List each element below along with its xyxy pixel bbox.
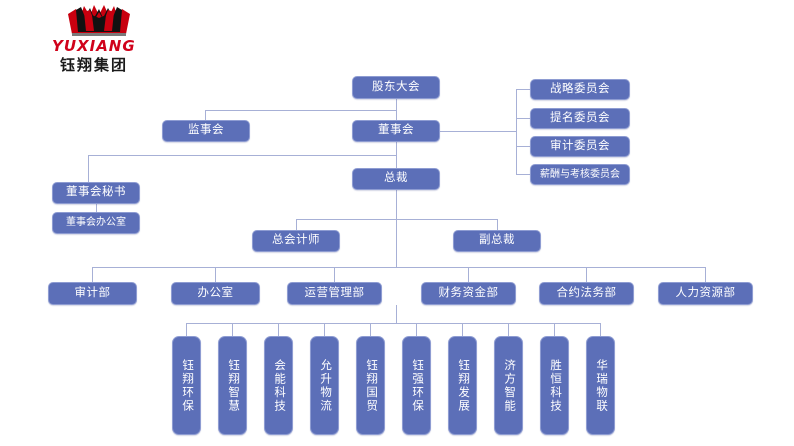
node-strategy-committee[interactable]: 战略委员会 — [530, 79, 630, 100]
connector-shareholders-down — [396, 99, 397, 110]
connector-vp-bus — [296, 219, 497, 220]
node-shareholders-meeting[interactable]: 股东大会 — [352, 76, 440, 99]
node-audit-committee[interactable]: 审计委员会 — [530, 136, 630, 157]
logo-company-name: 钰翔集团 — [60, 57, 129, 74]
connector-secretary-drop — [88, 155, 89, 182]
logo-wordmark: YUXIANG — [52, 37, 136, 55]
connector-president-up — [396, 155, 397, 168]
node-board-office[interactable]: 董事会办公室 — [52, 212, 140, 234]
node-nomination-committee[interactable]: 提名委员会 — [530, 108, 630, 129]
node-dept-finance[interactable]: 财务资金部 — [421, 282, 516, 305]
connector-sub-1 — [186, 323, 187, 336]
connector-dept-3 — [334, 267, 335, 282]
node-dept-office[interactable]: 办公室 — [171, 282, 260, 305]
connector-vice-president-up — [497, 219, 498, 230]
connector-supervisors-up — [205, 110, 206, 120]
yuxiang-crown-logo-icon — [68, 5, 130, 36]
node-sub-yuxiang-environment[interactable]: 钰翔环保 — [172, 336, 201, 435]
connector-sub-10 — [600, 323, 601, 336]
connector-subsidiary-drop — [396, 305, 397, 323]
connector-department-bus — [92, 267, 705, 268]
node-dept-audit[interactable]: 审计部 — [48, 282, 137, 305]
connector-sub-4 — [324, 323, 325, 336]
node-vice-president[interactable]: 副总裁 — [453, 230, 541, 252]
node-chief-accountant[interactable]: 总会计师 — [252, 230, 340, 252]
node-dept-operations[interactable]: 运营管理部 — [287, 282, 382, 305]
connector-sub-2 — [232, 323, 233, 336]
node-sub-jifang-intelligent[interactable]: 济方智能 — [494, 336, 523, 435]
connector-committee-2 — [516, 118, 530, 119]
connector-sub-9 — [554, 323, 555, 336]
connector-board-up — [396, 110, 397, 120]
node-board-secretary[interactable]: 董事会秘书 — [52, 182, 140, 204]
connector-subsidiary-bus — [186, 323, 600, 324]
node-remuneration-committee[interactable]: 薪酬与考核委员会 — [530, 164, 630, 185]
node-sub-yuxiang-development[interactable]: 钰翔发展 — [448, 336, 477, 435]
node-sub-shengheng-tech[interactable]: 胜恒科技 — [540, 336, 569, 435]
connector-committee-1 — [516, 89, 530, 90]
node-sub-huarui-iot[interactable]: 华瑞物联 — [586, 336, 615, 435]
node-sub-yunsheng-logistics[interactable]: 允升物流 — [310, 336, 339, 435]
connector-sub-8 — [508, 323, 509, 336]
connector-dept-6 — [705, 267, 706, 282]
connector-committee-spine — [516, 89, 517, 174]
node-sub-yuqiang-environment[interactable]: 钰强环保 — [402, 336, 431, 435]
connector-dept-1 — [92, 267, 93, 282]
connector-dept-2 — [215, 267, 216, 282]
connector-sub-3 — [278, 323, 279, 336]
connector-sub-6 — [416, 323, 417, 336]
node-dept-hr[interactable]: 人力资源部 — [658, 282, 753, 305]
connector-chief-accountant-up — [296, 219, 297, 230]
company-logo: YUXIANG 钰翔集团 — [52, 4, 172, 74]
connector-committee-4 — [516, 174, 530, 175]
connector-dept-5 — [586, 267, 587, 282]
connector-president-spine — [396, 190, 397, 267]
connector-sub-7 — [462, 323, 463, 336]
connector-secretary-bus — [88, 155, 397, 156]
connector-dept-4 — [468, 267, 469, 282]
connector-level2-bus — [205, 110, 397, 111]
node-board-of-directors[interactable]: 董事会 — [352, 120, 440, 142]
node-board-of-supervisors[interactable]: 监事会 — [162, 120, 250, 142]
node-sub-huineng-tech[interactable]: 会能科技 — [264, 336, 293, 435]
node-president[interactable]: 总裁 — [352, 168, 440, 190]
node-sub-yuxiang-smart[interactable]: 钰翔智慧 — [218, 336, 247, 435]
node-sub-yuxiang-trade[interactable]: 钰翔国贸 — [356, 336, 385, 435]
connector-board-to-committees — [440, 131, 517, 132]
connector-committee-3 — [516, 146, 530, 147]
connector-sub-5 — [370, 323, 371, 336]
connector-board-down — [396, 142, 397, 155]
connector-secretary-to-office — [96, 204, 97, 212]
node-dept-legal[interactable]: 合约法务部 — [539, 282, 634, 305]
